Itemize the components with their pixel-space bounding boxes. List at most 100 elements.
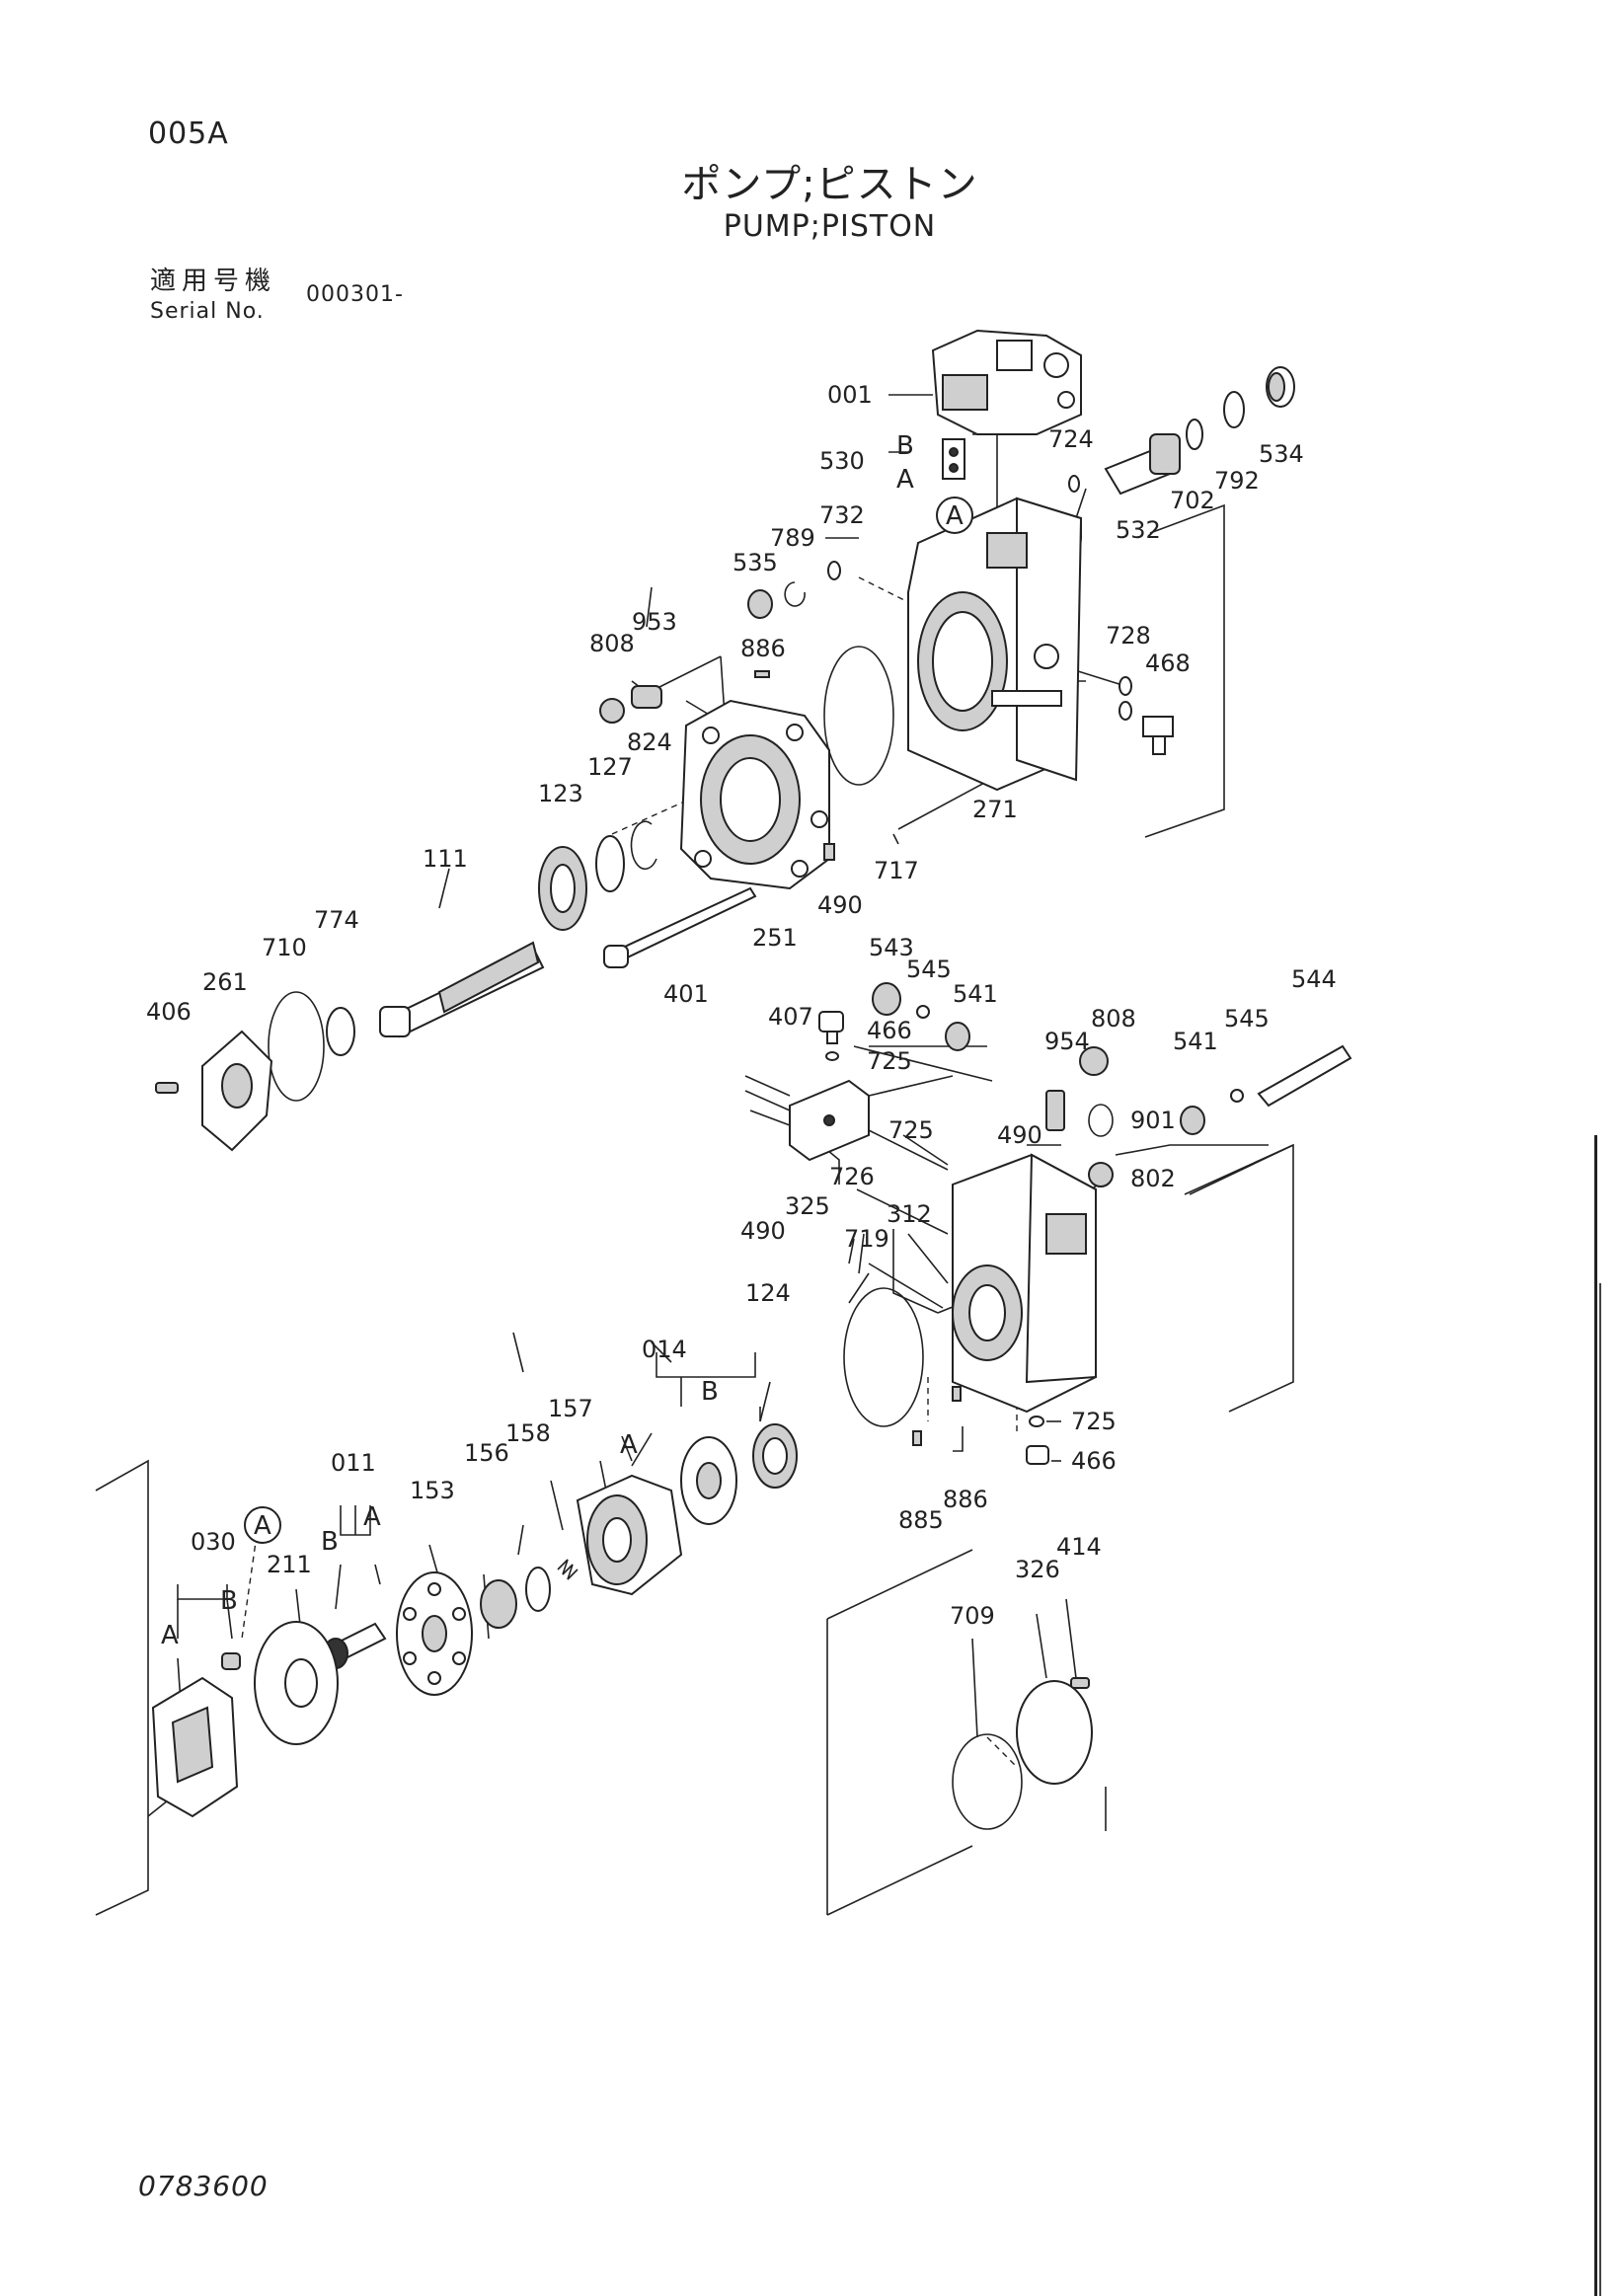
label-545-b: 545 [1224, 1005, 1270, 1033]
label-401: 401 [663, 980, 709, 1008]
label-157: 157 [548, 1395, 593, 1422]
leader-lines [147, 394, 1269, 1817]
part-543-plug [872, 982, 901, 1016]
label-011-b: B [321, 1527, 339, 1557]
part-251-support [679, 699, 830, 890]
part-532-plug [1104, 433, 1181, 496]
part-725-oring-b [1029, 1416, 1044, 1427]
label-407: 407 [768, 1003, 813, 1031]
part-886-pin-b [952, 1386, 962, 1402]
part-156-spherical-bush [480, 1579, 517, 1629]
part-954-set-screw [1045, 1090, 1065, 1131]
callout-bubble-a-top [936, 497, 973, 534]
part-732-oring [827, 561, 841, 580]
label-251: 251 [752, 924, 798, 952]
label-719: 719 [844, 1225, 889, 1253]
part-414-screw [1070, 1677, 1090, 1689]
part-535-plug [747, 589, 773, 619]
label-490-a: 490 [817, 891, 863, 919]
part-211-shoe-plate [254, 1621, 339, 1745]
part-541-seat-b [1180, 1106, 1205, 1135]
label-123: 123 [538, 780, 583, 807]
part-030-swash-plate [151, 1652, 241, 1818]
part-468-plug [1142, 716, 1174, 755]
part-124-bearing [752, 1423, 798, 1489]
part-530-stopper [942, 438, 965, 480]
part-490-plug [823, 843, 835, 861]
label-127: 127 [587, 753, 633, 781]
part-401-bolt [603, 886, 757, 968]
part-157-spring [557, 1559, 579, 1580]
label-802: 802 [1130, 1165, 1176, 1192]
part-271-pump-casing [907, 497, 1083, 792]
serial-value: 000301- [306, 282, 404, 307]
part-466-plug-b [1026, 1445, 1049, 1465]
part-885-pin [912, 1430, 922, 1446]
label-541-a: 541 [953, 980, 998, 1008]
label-014: 014 [642, 1336, 687, 1363]
label-534: 534 [1259, 440, 1304, 468]
label-158: 158 [505, 1419, 551, 1447]
label-732: 732 [819, 501, 865, 529]
label-a-bubble-bottom: A [254, 1511, 271, 1541]
label-710: 710 [262, 934, 307, 961]
part-717-oring [823, 646, 894, 786]
label-725-c: 725 [1071, 1408, 1117, 1435]
document-number: 0783600 [138, 2170, 269, 2202]
boundary-lines [95, 503, 1294, 1916]
label-001: 001 [827, 381, 873, 409]
diagram-code: 005A [148, 116, 229, 151]
label-792: 792 [1214, 467, 1260, 495]
label-808-a: 808 [589, 630, 635, 657]
label-011-a: A [363, 1502, 381, 1532]
label-011: 011 [331, 1449, 376, 1477]
part-001-regulator [931, 329, 1082, 435]
title-japanese: ポンプ;ピストン [681, 162, 978, 207]
part-545-ball [916, 1005, 930, 1019]
part-326-cover [1016, 1680, 1093, 1785]
label-717: 717 [874, 857, 919, 884]
part-545-ball-b [1230, 1089, 1244, 1103]
part-725-oring [825, 1051, 839, 1061]
label-728: 728 [1106, 622, 1151, 650]
part-123-bearing [538, 846, 587, 931]
label-886-a: 886 [740, 635, 786, 662]
part-534-cap [1266, 366, 1295, 408]
part-808-nut-b [1079, 1046, 1109, 1076]
label-014-b: B [701, 1377, 719, 1407]
label-543: 543 [869, 934, 914, 961]
part-808-nut [599, 698, 625, 724]
part-792-ring [1223, 391, 1245, 428]
part-541-seat [945, 1022, 970, 1051]
label-466-a: 466 [867, 1017, 912, 1044]
label-725-a: 725 [867, 1047, 912, 1075]
label-530-a: A [896, 465, 914, 495]
part-261-seal-cover [201, 1030, 273, 1152]
label-724: 724 [1048, 425, 1094, 453]
part-953-screw [631, 685, 662, 709]
part-728-oring [1119, 676, 1132, 721]
serial-label-english: Serial No. [150, 299, 265, 324]
serial-label-japanese: 適用号機 [150, 267, 277, 296]
label-312: 312 [887, 1200, 932, 1228]
page-edge-line [1594, 1135, 1597, 2296]
label-468: 468 [1145, 650, 1191, 677]
part-466-plug [818, 1011, 844, 1044]
label-726: 726 [829, 1163, 875, 1190]
part-709-oring [952, 1733, 1023, 1830]
label-886-b: 886 [943, 1486, 988, 1513]
part-312-valve-block [952, 1153, 1097, 1414]
label-325: 325 [785, 1192, 830, 1220]
part-325-valve-casing [789, 1079, 870, 1162]
label-530: 530 [819, 447, 865, 475]
label-545-a: 545 [906, 956, 952, 983]
part-544-stopper [1257, 1044, 1352, 1108]
part-153-set-plate [396, 1571, 473, 1696]
part-407-screws [744, 1075, 791, 1126]
part-cylinder-block [576, 1474, 683, 1596]
part-014-valve-plate [680, 1436, 737, 1525]
label-702: 702 [1170, 487, 1215, 514]
label-532: 532 [1116, 516, 1161, 544]
part-802-nut [1088, 1162, 1114, 1187]
